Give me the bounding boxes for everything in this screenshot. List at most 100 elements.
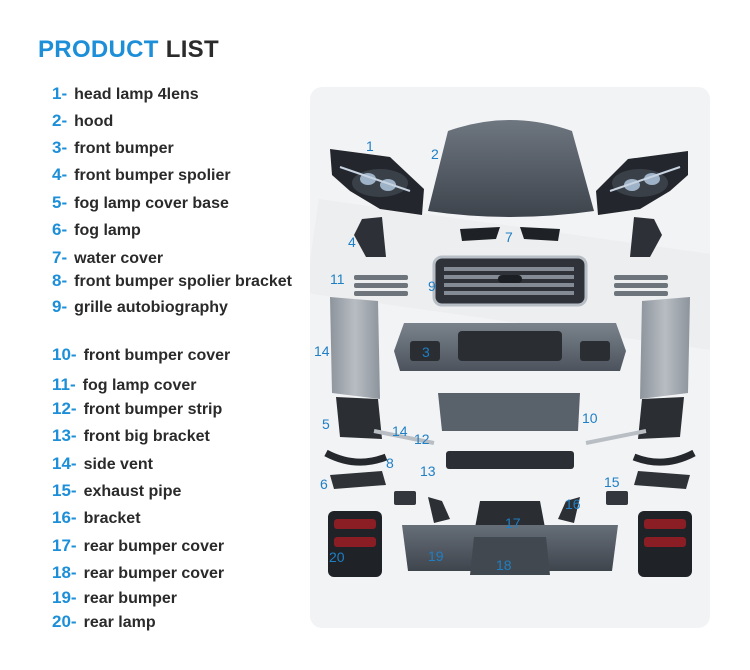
callout-20: 20 [329, 549, 345, 565]
fog-lamp-cover-right-icon [614, 275, 668, 296]
item-label: bracket [83, 510, 141, 527]
item-number: 1 [52, 84, 62, 103]
item-number: 19 [52, 588, 71, 607]
callout-9: 9 [428, 278, 436, 294]
front-bumper-icon [394, 323, 626, 371]
front-bumper-strip-right-icon [585, 429, 647, 445]
item-label: fog lamp cover [82, 377, 197, 394]
list-item: 7-water cover [52, 248, 163, 270]
front-bumper-spoiler-left-icon [354, 217, 386, 257]
item-dash: - [61, 138, 68, 157]
exhaust-pipe-right-icon [606, 491, 628, 505]
item-number: 13 [52, 426, 71, 445]
list-item: 4-front bumper spolier [52, 165, 231, 187]
item-label: head lamp 4lens [74, 86, 199, 103]
parts-image-panel: 1 2 3 4 5 6 7 8 9 10 11 12 13 14 14 15 1… [310, 87, 710, 628]
callout-2: 2 [431, 146, 439, 162]
front-bumper-strip-left-icon [373, 429, 435, 445]
bracket-left-icon [428, 497, 450, 523]
bracket-right-icon [558, 497, 580, 523]
item-dash: - [70, 536, 77, 555]
item-number: 17 [52, 536, 71, 555]
callout-15: 15 [604, 474, 620, 490]
callout-1: 1 [366, 138, 374, 154]
side-vent-left-icon [330, 297, 380, 399]
item-label: rear bumper [83, 590, 177, 607]
list-item: 11-fog lamp cover [52, 375, 196, 397]
rear-bumper-cover-lower-icon [470, 537, 550, 575]
callout-14-strip: 14 [392, 423, 408, 439]
item-label: grille autobiography [74, 299, 228, 316]
title-list: LIST [165, 36, 219, 63]
item-label: hood [74, 113, 114, 130]
list-item: 20-rear lamp [52, 612, 156, 634]
callout-13: 13 [420, 463, 436, 479]
head-lamp-left-icon [330, 149, 424, 215]
item-dash: - [61, 165, 68, 184]
item-label: front big bracket [83, 428, 210, 445]
item-number: 12 [52, 399, 71, 418]
item-label: front bumper [74, 140, 174, 157]
callout-11: 11 [330, 271, 345, 287]
item-dash: - [70, 399, 77, 418]
item-dash: - [70, 345, 77, 364]
spoiler-bracket-left-icon [324, 449, 388, 466]
item-label: front bumper strip [83, 401, 223, 418]
item-label: exhaust pipe [83, 483, 182, 500]
parts-illustration: 1 2 3 4 5 6 7 8 9 10 11 12 13 14 14 15 1… [310, 120, 710, 577]
item-number: 14 [52, 454, 71, 473]
rear-lamp-left-icon [328, 511, 382, 577]
item-dash: - [61, 193, 68, 212]
callout-10: 10 [582, 410, 598, 426]
item-label: rear bumper cover [83, 565, 225, 582]
item-number: 7 [52, 248, 62, 267]
callout-17: 17 [505, 515, 521, 531]
list-item: 18-rear bumper cover [52, 563, 224, 585]
item-label: front bumper spolier [74, 167, 231, 184]
item-label: fog lamp [74, 222, 141, 239]
grille-icon [432, 255, 588, 307]
list-item: 6-fog lamp [52, 220, 141, 242]
rear-lamp-right-icon [638, 511, 692, 577]
side-vent-right-icon [640, 297, 690, 399]
exhaust-pipe-left-icon [394, 491, 416, 505]
hood-icon [428, 120, 594, 217]
callout-12: 12 [414, 431, 430, 447]
callout-14-side: 14 [314, 343, 330, 359]
item-label: side vent [83, 456, 153, 473]
item-dash: - [69, 375, 76, 394]
item-dash: - [70, 454, 77, 473]
list-item: 8-front bumper spolier bracket [52, 271, 292, 293]
item-dash: - [70, 481, 77, 500]
callout-6: 6 [320, 476, 328, 492]
item-number: 2 [52, 111, 62, 130]
list-item: 16-bracket [52, 508, 141, 530]
item-number: 16 [52, 508, 71, 527]
list-item: 1-head lamp 4lens [52, 84, 199, 106]
list-item: 12-front bumper strip [52, 399, 222, 421]
item-label: rear lamp [83, 614, 156, 631]
spoiler-bracket-right-icon [632, 449, 696, 466]
fog-lamp-cover-left-icon [354, 275, 408, 296]
item-number: 8 [52, 271, 62, 290]
item-dash: - [61, 84, 68, 103]
page-title: PRODUCT LIST [38, 36, 219, 64]
item-dash: - [61, 111, 68, 130]
item-dash: - [70, 612, 77, 631]
item-label: water cover [74, 250, 164, 267]
item-number: 18 [52, 563, 71, 582]
item-number: 20 [52, 612, 71, 631]
item-number: 15 [52, 481, 71, 500]
list-item: 19-rear bumper [52, 588, 177, 610]
item-number: 3 [52, 138, 62, 157]
callout-3: 3 [422, 344, 430, 360]
fog-lamp-right-icon [634, 471, 690, 489]
callout-7: 7 [505, 229, 513, 245]
item-dash: - [70, 426, 77, 445]
list-item: 9-grille autobiography [52, 297, 228, 319]
callout-5: 5 [322, 416, 330, 432]
item-dash: - [61, 297, 68, 316]
item-dash: - [61, 248, 68, 267]
item-number: 10 [52, 345, 71, 364]
callout-19: 19 [428, 548, 444, 564]
